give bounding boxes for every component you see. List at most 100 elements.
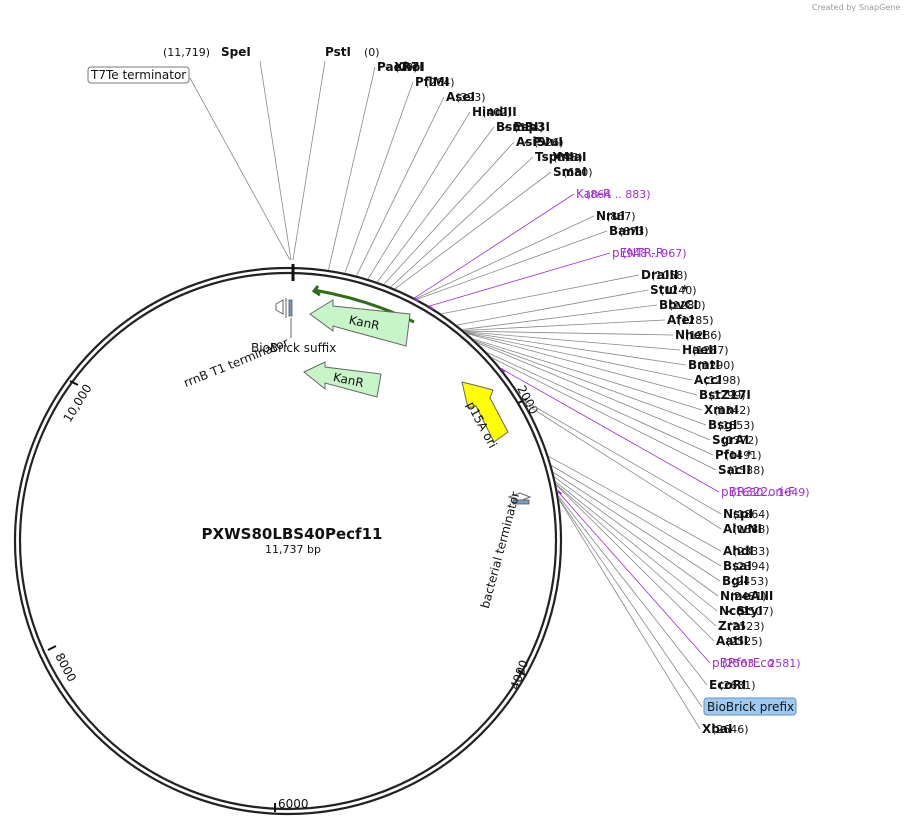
site-position: (1287) [692,344,729,357]
site-name: ZraI [718,619,745,633]
site-name: pENTR-R [612,246,664,260]
site-position: (323) [456,91,486,104]
site-bgli: BglI(2453) [553,472,769,588]
site-name: AhdI [723,544,754,558]
rrnb-terminator-glyph [275,299,284,315]
site-position: (1286) [685,329,722,342]
site-leader [557,495,708,686]
site-leader [292,60,326,261]
site-name: PaeR7I [377,60,424,74]
site-name: HaeII [682,343,717,357]
t7te-terminator-callout: T7Te terminator [87,66,291,261]
site-name: BsgI [708,418,737,432]
plasmid-name: PXWS80LBS40Pecf11 [202,525,383,543]
site-leader [555,481,718,612]
watermark-brand: SnapGene [859,3,900,12]
site-bstz17i: BstZ17I(1299) [466,333,751,402]
site-leader [557,490,711,664]
site-nrui: NruI(867) [415,209,636,299]
site-position: (526) [534,136,564,149]
site-position: (264) [425,76,455,89]
site-position: (79) [395,61,418,74]
site-leader [456,289,649,326]
tick-mark-10000 [69,380,79,386]
site-leader [525,403,722,530]
tick-mark-4000 [517,669,526,676]
site-name: SacII [718,463,751,477]
site-name: HindIII [472,105,517,119]
kanr-arrow-2 [303,361,382,398]
site-position: (1630 .. 1649) [731,486,810,499]
site-ncoi: NcoI- StyI(2507) [555,481,774,618]
site-name: NheI [675,328,706,342]
site-leader [376,126,495,283]
feature-name: BioBrick prefix [707,700,794,714]
site-position: (2646) [712,723,749,736]
site-leader [474,340,707,426]
site-acci: AccI(1298) [466,332,741,387]
site-leader [328,66,376,271]
site-leader [553,472,721,582]
backbone-outer [13,266,563,816]
site-haeii: HaeII(1287) [464,331,729,357]
bacterial-terminator-label: bacterial terminator [478,490,523,610]
site-leader [472,338,703,411]
site-leader [441,274,640,315]
primer-pbrforeco: pBRforEco(2563 .. 2581) [556,490,801,670]
site-position: (2394) [733,560,770,573]
site-position: (948 .. 967) [622,247,687,260]
site-name: NruI [596,209,625,223]
site-leader [555,483,717,627]
site-name: AlwNI [723,522,762,536]
site-biobrick-prefix: BioBrick prefix [558,497,797,716]
site-name: XbaI [702,722,732,736]
site-name-2: - PvuI [524,135,563,149]
site-leader [394,171,552,290]
site-leader [390,156,534,288]
site-name: BmtI [688,358,720,372]
site-name: SgrAI [712,433,749,447]
kanr-arc-head [311,285,321,297]
backbone [13,266,563,816]
site-leader [558,498,701,730]
tick-mark-2000 [517,398,528,404]
site-leader [465,331,687,366]
site-name: PstI [325,45,351,59]
site-position: (1864) [733,508,770,521]
site-leader [548,455,722,552]
site-name: DraIII [641,268,678,282]
site-leader [522,399,722,515]
primer-pentr-r: pENTR-R(948 .. 967) [428,246,687,310]
site-position: (873) [619,225,649,238]
site-name: PflMI [415,75,449,89]
snapgene-watermark: Created by SnapGene [812,3,900,12]
site-pflmi: PflMI(264) [344,75,455,274]
primer-binding-mark [413,297,420,302]
site-leader [356,96,445,276]
tick-label-8000: 8000 [52,651,79,685]
site-name: SmaI [553,165,587,179]
site-leader [486,352,714,456]
site-aatii: AatII(2525) [555,484,763,648]
site-nhei: NheI(1286) [464,328,722,342]
backbone-inner [18,271,558,811]
site-name: AsiSI [516,135,550,149]
kanr-label-1: KanR [348,313,381,333]
site-leader [555,484,715,642]
site-name: BsmBI [496,120,538,134]
features: KanR KanR p15A ori rrnB T1 terminator Bi… [182,285,532,610]
site-bmti: BmtI(1290) [465,331,735,372]
bacterial-terminator-bar [512,499,530,505]
primer-binding-mark [556,490,563,495]
site-position: (402) [482,106,512,119]
biobrick-suffix-glyph [288,299,293,317]
site-name: AccI [694,373,722,387]
site-position: (648) [553,151,583,164]
site-position: (2481) [730,590,767,603]
primer-binding-mark [500,367,506,373]
site-leader [558,497,703,708]
kanr-label-2: KanR [332,370,365,390]
tick-mark-8000 [47,645,57,651]
site-position: (0) [364,46,380,59]
